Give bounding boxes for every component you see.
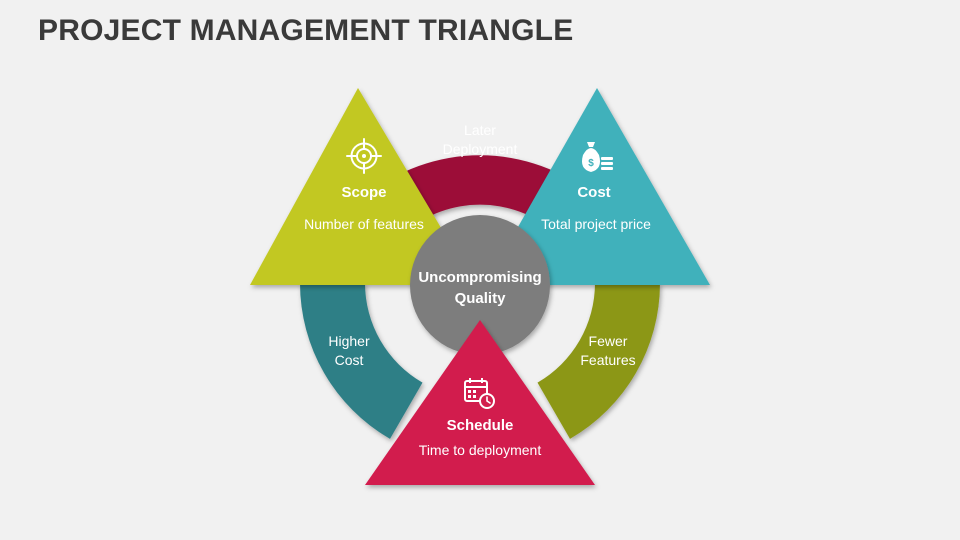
money-bag-icon: $	[582, 142, 613, 172]
right-segment-label-line1: Fewer	[589, 333, 628, 349]
center-circle	[410, 215, 550, 355]
cost-description: Total project price	[541, 216, 651, 232]
scope-label: Scope	[341, 184, 386, 201]
left-segment-label-line2: Cost	[335, 352, 364, 368]
center-label-line1: Uncompromising	[418, 269, 541, 286]
scope-triangle	[250, 88, 475, 285]
schedule-label: Schedule	[447, 417, 514, 434]
cost-label: Cost	[577, 184, 610, 201]
ring-segment-left	[300, 283, 423, 439]
top-segment-label-line1: Later	[464, 122, 496, 138]
ring-segment-right	[537, 283, 660, 439]
schedule-description: Time to deployment	[419, 442, 542, 458]
calendar-clock-icon	[464, 378, 495, 409]
top-segment-label-line2: Deployment	[443, 141, 518, 157]
svg-text:$: $	[588, 158, 594, 169]
left-segment-label-line1: Higher	[328, 333, 370, 349]
cost-triangle	[485, 88, 710, 285]
center-label-line2: Quality	[455, 290, 507, 307]
target-icon	[346, 138, 382, 174]
page-title: PROJECT MANAGEMENT TRIANGLE	[38, 14, 574, 47]
scope-description: Number of features	[304, 216, 424, 232]
right-segment-label-line2: Features	[580, 352, 635, 368]
